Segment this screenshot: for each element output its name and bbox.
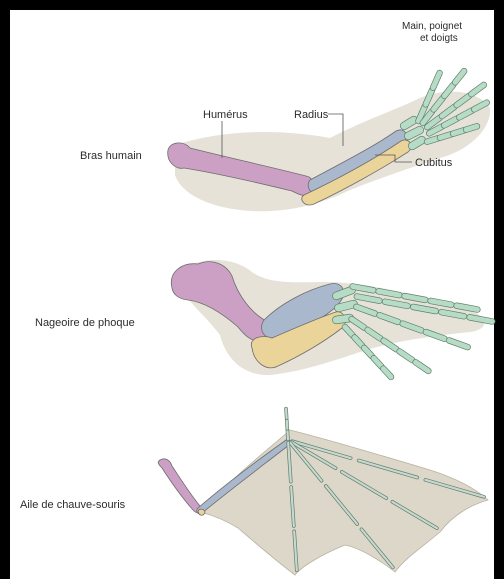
human-finger-segment [455,71,464,82]
bat-wing-membrane [200,430,488,575]
bat-finger-segment [286,409,287,418]
human-finger-segment [433,73,439,88]
seal-finger-segment [449,340,468,347]
bat-finger-segment [287,430,288,439]
label-aile: Aile de chauve-souris [20,499,126,511]
label-nageoire: Nageoire de phoque [35,317,135,329]
human-carpal-segment [412,140,422,146]
human-finger-segment [427,138,438,141]
label-main-line2: et doigts [420,33,458,44]
human-finger-segment [453,130,464,133]
bat-humerus [158,459,201,513]
bat-wing [158,409,488,575]
human-finger-segment [440,134,451,137]
label-radius: Radius [294,109,329,121]
label-main-line1: Main, poignet [402,21,462,32]
seal-carpal-segment [338,304,353,308]
seal-finger-segment [383,369,391,377]
seal-carpal-segment [336,318,349,320]
seal-finger-segment [374,358,382,366]
human-carpal-segment [404,120,414,126]
label-humerus: Humérus [203,109,248,121]
label-cubitus: Cubitus [415,157,453,169]
bat-finger-segment [287,419,288,428]
bat-ulna [198,509,205,515]
seal-flipper [171,260,492,377]
seal-finger-segment [364,348,372,356]
human-arm [168,71,490,211]
label-bras-humain: Bras humain [80,150,142,162]
human-finger-segment [466,126,477,129]
